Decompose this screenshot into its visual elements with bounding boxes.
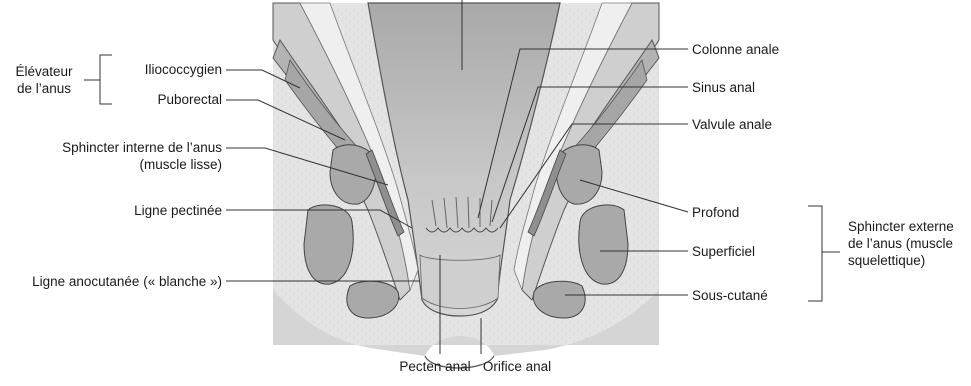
levator-bracket bbox=[100, 55, 112, 104]
levator-ani-text: Élévateur de l’anus bbox=[4, 63, 84, 97]
superficial-label: Superficiel bbox=[692, 243, 755, 260]
deep-label: Profond bbox=[692, 204, 739, 221]
anal-orifice-label: Orifice anal bbox=[462, 358, 572, 375]
pectinate-line-label: Ligne pectinée bbox=[60, 202, 222, 219]
anal-valve-label: Valvule anale bbox=[692, 116, 772, 133]
iliococcygeus-label: Iliococcygien bbox=[112, 61, 222, 78]
internal-sphincter-text: Sphincter interne de l’anus (muscle liss… bbox=[20, 139, 222, 173]
subcutaneous-label: Sous-cutané bbox=[692, 287, 768, 304]
levator-ani-label: Élévateur de l’anus bbox=[4, 63, 84, 97]
external-sphincter-label: Sphincter externe de l’anus (muscle sque… bbox=[848, 218, 971, 269]
puborectal-label: Puborectal bbox=[112, 91, 222, 108]
anal-sinus-label: Sinus anal bbox=[692, 79, 755, 96]
external-sphincter-bracket bbox=[808, 206, 822, 301]
anal-column-label: Colonne anale bbox=[692, 41, 779, 58]
external-sphincter-text: Sphincter externe de l’anus (muscle sque… bbox=[848, 218, 971, 269]
anocutaneous-line-label: Ligne anocutanée (« blanche ») bbox=[0, 273, 222, 290]
internal-sphincter-label: Sphincter interne de l’anus (muscle liss… bbox=[20, 139, 222, 173]
